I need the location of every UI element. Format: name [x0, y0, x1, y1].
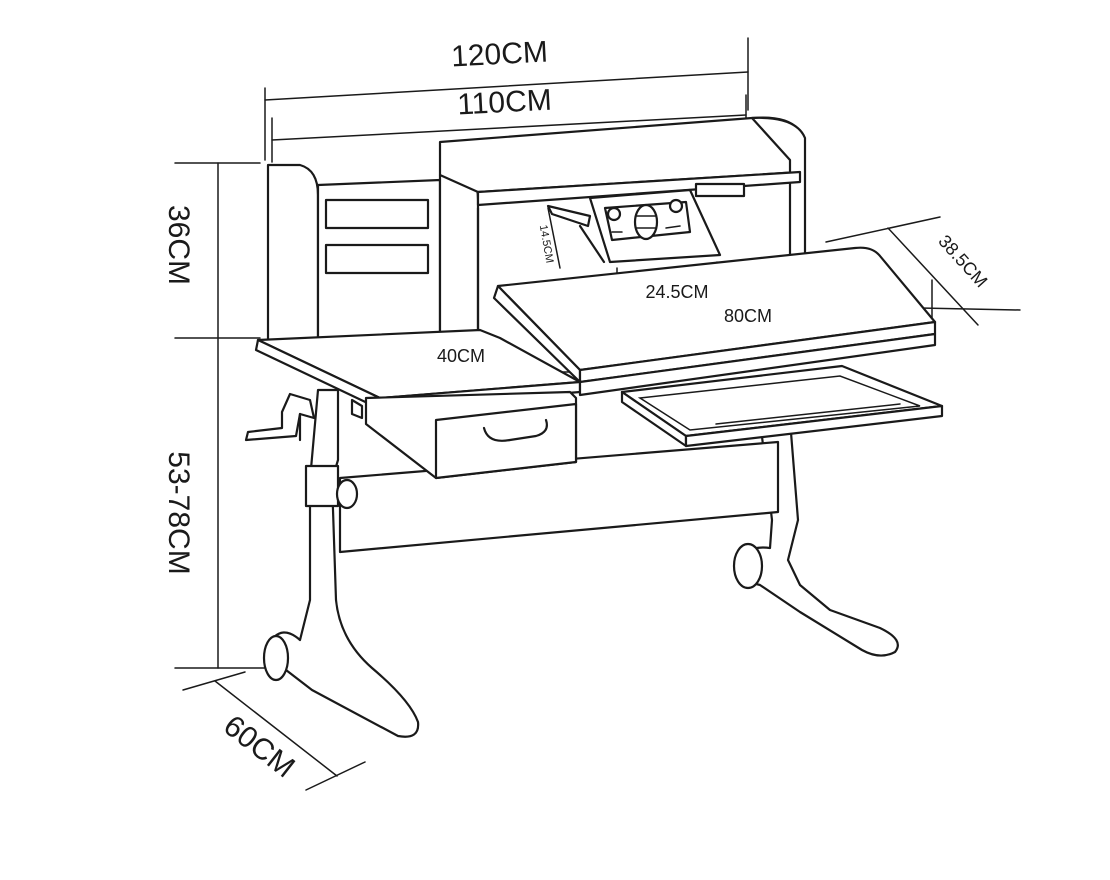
crank-handle [244, 392, 364, 442]
dimension-labels: 120CM 110CM 36CM 53-78CM 60CM 38.5CM 24.… [162, 36, 991, 785]
keyboard-tray [620, 364, 944, 448]
label-desk-height-range: 53-78CM [162, 451, 195, 574]
front-leg [262, 388, 420, 738]
label-tray-depth: 38.5CM [934, 231, 991, 291]
label-hutch-height: 36CM [162, 205, 195, 285]
desk-top [254, 246, 937, 410]
pencil-drawer [364, 390, 578, 480]
label-depth: 60CM [217, 709, 300, 784]
label-stand-width: 24.5CM [645, 282, 708, 302]
label-top-width: 110CM [456, 84, 552, 122]
label-overall-width: 120CM [450, 36, 548, 74]
hutch [266, 116, 807, 357]
book-stand [546, 188, 722, 264]
label-fixed-top-width: 40CM [437, 346, 485, 366]
label-tilt-panel-width: 80CM [724, 306, 772, 326]
